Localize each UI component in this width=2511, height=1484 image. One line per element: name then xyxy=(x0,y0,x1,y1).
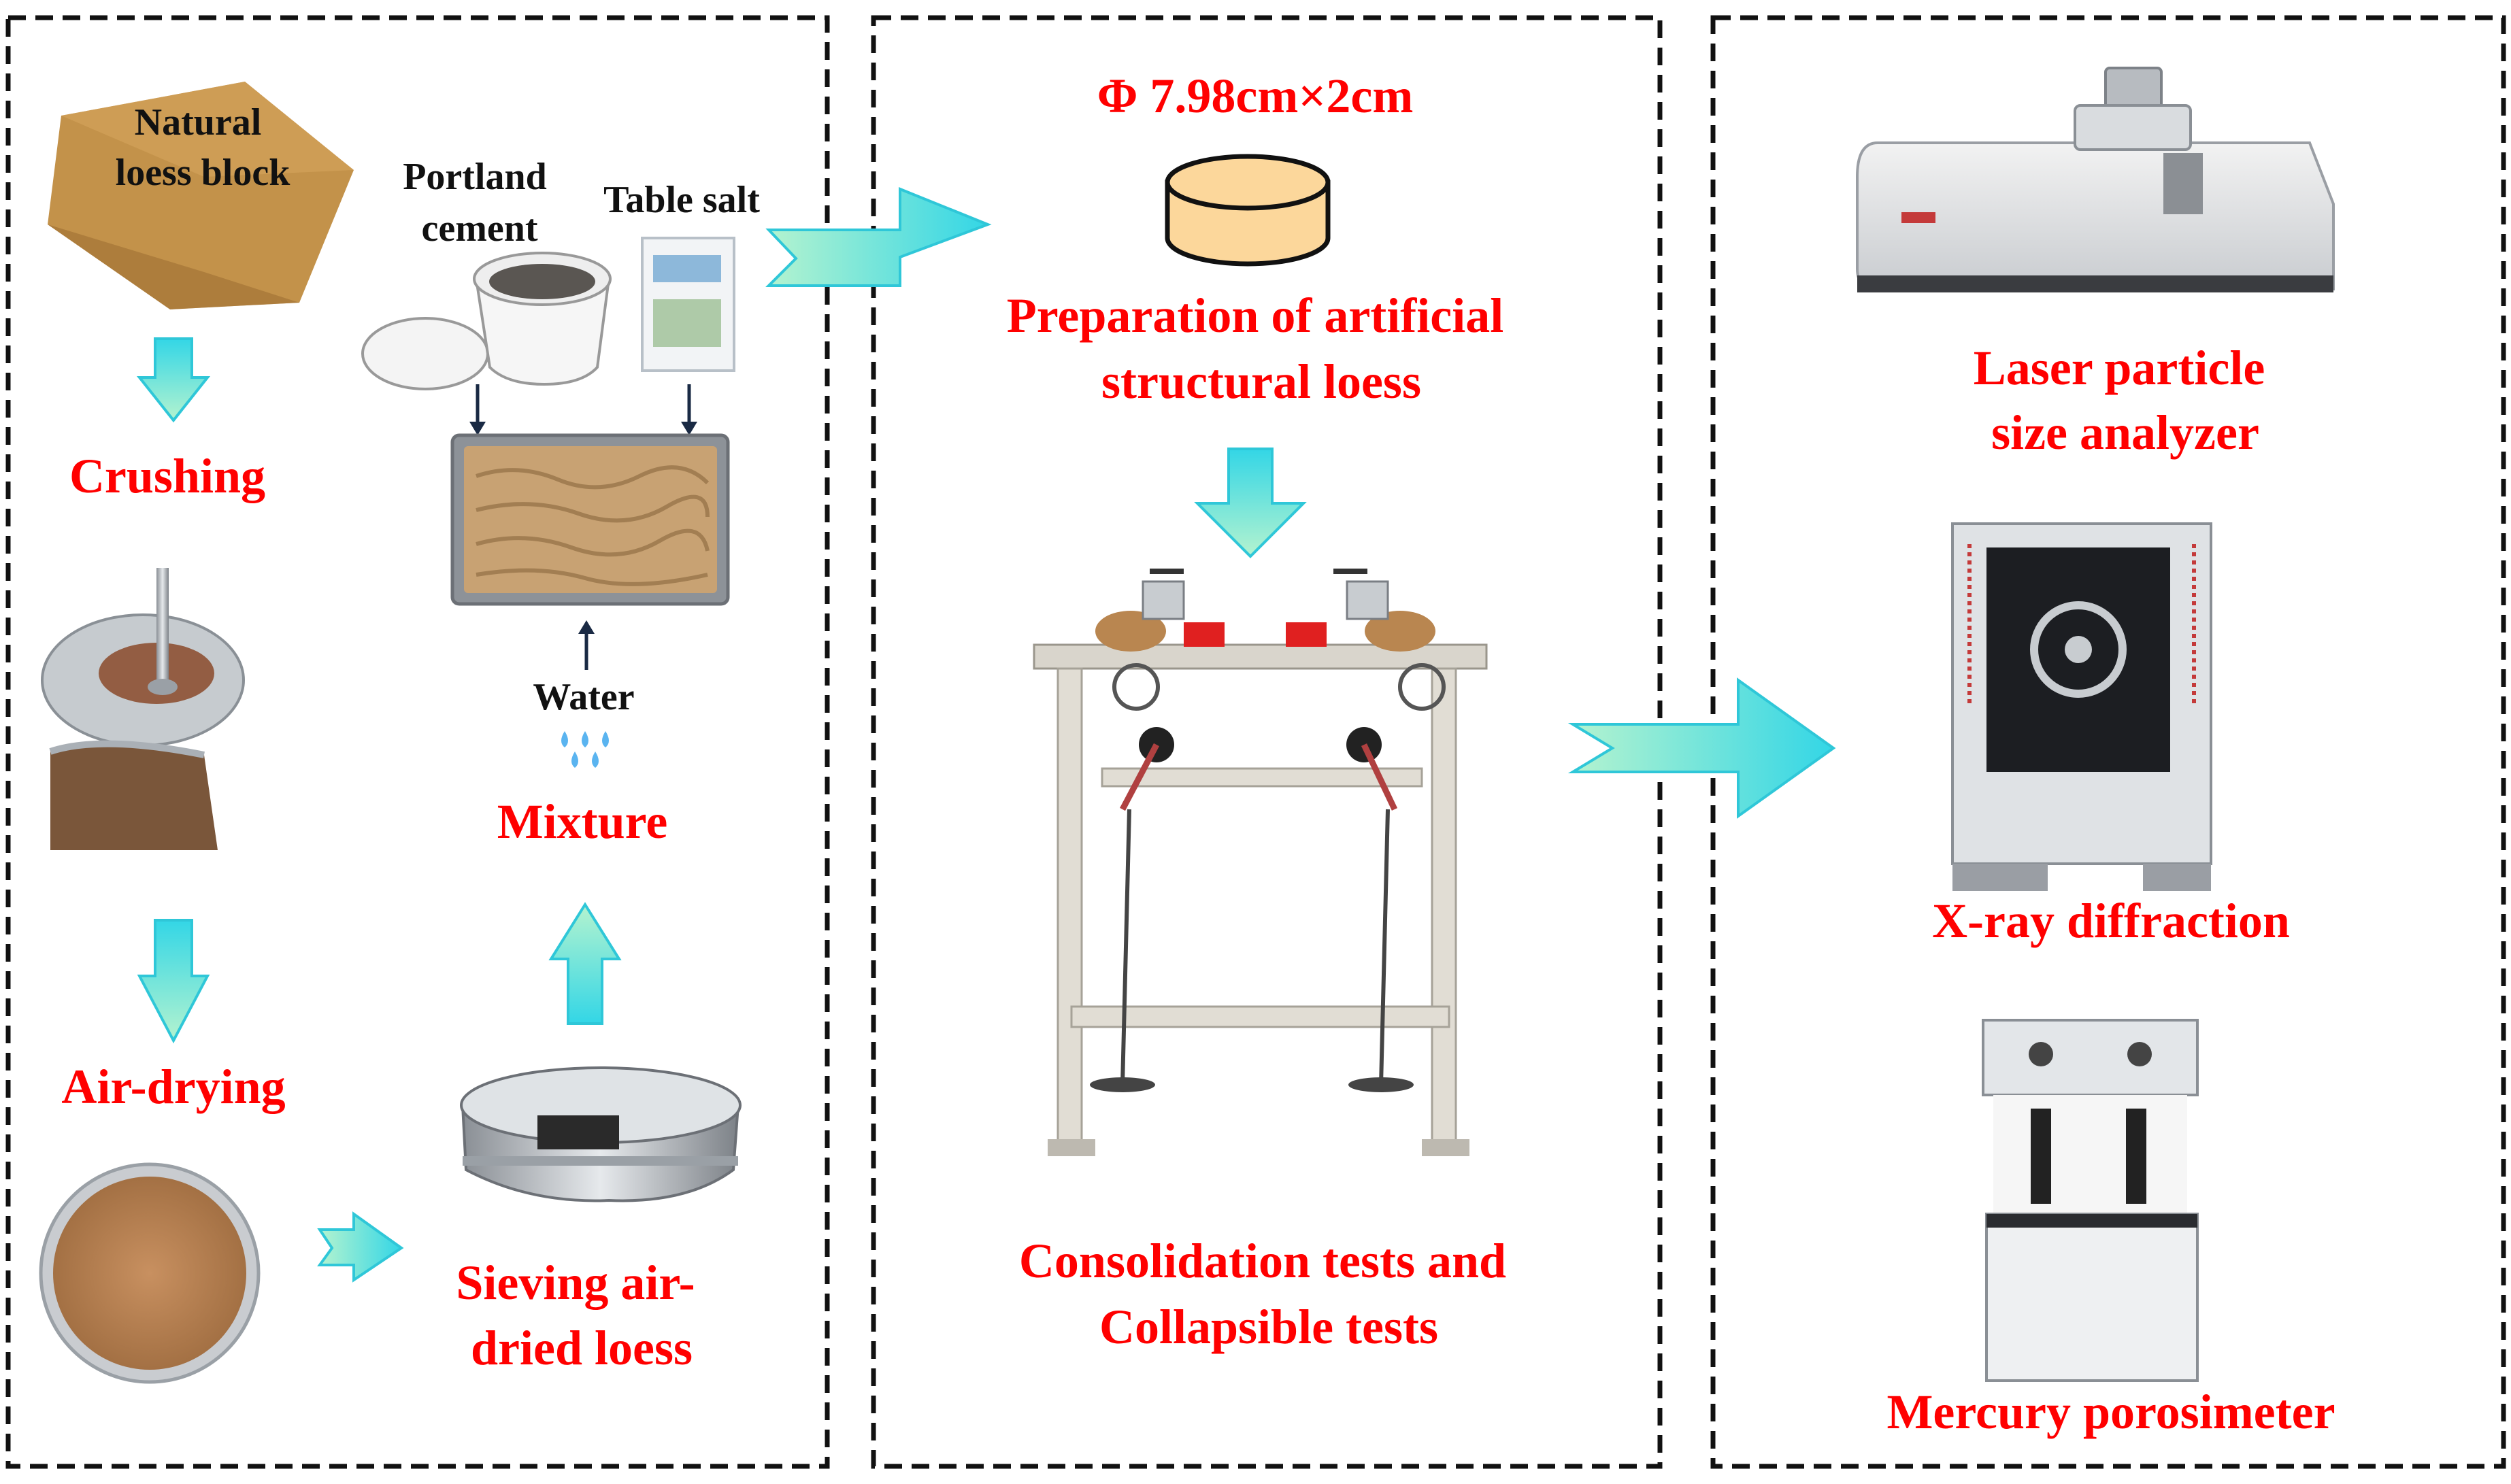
arrow-to-consolidation xyxy=(1194,448,1307,558)
salt-feed-arrow xyxy=(681,384,697,435)
xray-diffraction-label: X-ray diffraction xyxy=(1932,894,2290,948)
laser-analyzer-label-line1: Laser particle xyxy=(1974,341,2265,395)
mercury-porosimeter-label: Mercury porosimeter xyxy=(1886,1385,2335,1439)
laser-particle-size-analyzer-image xyxy=(1856,67,2335,292)
preparation-label-line2: structural loess xyxy=(1101,354,1421,409)
arrow-to-mixture xyxy=(548,902,622,1025)
arrow-to-air-drying xyxy=(137,919,210,1044)
cement-cup-image xyxy=(361,252,612,390)
arrow-to-sieving xyxy=(317,1211,404,1283)
water-drops-icon xyxy=(561,731,609,768)
water-up-arrow xyxy=(578,620,595,670)
svg-text:Preparation of artificial: Preparation of artificial structural loe… xyxy=(1007,288,1516,409)
portland-cement-label-line2: cement xyxy=(421,207,537,250)
preparation-label-line1: Preparation of artificial xyxy=(1007,288,1503,343)
table-salt-label: Table salt xyxy=(603,179,760,221)
svg-text:Sieving air- dried loess: Sieving air- dried loess xyxy=(456,1255,707,1375)
arrow-to-analysis xyxy=(1567,677,1836,819)
mixture-label: Mixture xyxy=(497,794,668,849)
laser-analyzer-label-line2: size analyzer xyxy=(1991,405,2259,460)
svg-text:Laser particle size analyz: Laser particle size analyzer xyxy=(1974,341,2278,460)
consolidation-label-line1: Consolidation tests and xyxy=(1019,1234,1506,1288)
air-drying-label: Air-drying xyxy=(61,1060,285,1114)
sample-cylinder-icon xyxy=(1165,154,1331,267)
panel-analysis-frame xyxy=(1710,15,2506,1469)
crushing-label: Crushing xyxy=(69,449,265,503)
svg-text:Portland cement: Portland cement xyxy=(403,156,556,250)
sieve-image xyxy=(460,1066,742,1202)
consolidation-label-line2: Collapsible tests xyxy=(1099,1300,1438,1354)
water-label: Water xyxy=(533,676,634,718)
sieving-label-line2: dried loess xyxy=(471,1321,693,1375)
svg-text:Natural loess block: Natural loess block xyxy=(116,101,291,194)
mixing-tray-image xyxy=(450,433,730,606)
mercury-porosimeter-image xyxy=(1982,1019,2199,1382)
sieving-label-line1: Sieving air- xyxy=(456,1255,695,1310)
panel-preparation-frame xyxy=(5,15,830,1469)
arrow-to-preparation xyxy=(765,187,992,287)
air-dried-loess-image xyxy=(39,1162,261,1384)
table-salt-packet-image xyxy=(641,237,735,372)
natural-loess-block-image xyxy=(48,82,354,309)
sample-size-label: Φ 7.98cm×2cm xyxy=(1097,69,1414,123)
natural-loess-block-label-line1: Natural xyxy=(135,101,262,144)
crushing-apparatus-image xyxy=(41,568,245,850)
xray-diffractometer-image xyxy=(1951,522,2212,891)
portland-cement-label-line1: Portland xyxy=(403,156,547,198)
natural-loess-block-label-line2: loess block xyxy=(116,152,291,194)
consolidation-apparatus-image xyxy=(1033,569,1488,1156)
cement-feed-arrow xyxy=(469,384,486,435)
svg-text:Consolidation tests and Co: Consolidation tests and Collapsible test… xyxy=(1019,1234,1518,1354)
arrow-to-crushing xyxy=(136,337,211,423)
